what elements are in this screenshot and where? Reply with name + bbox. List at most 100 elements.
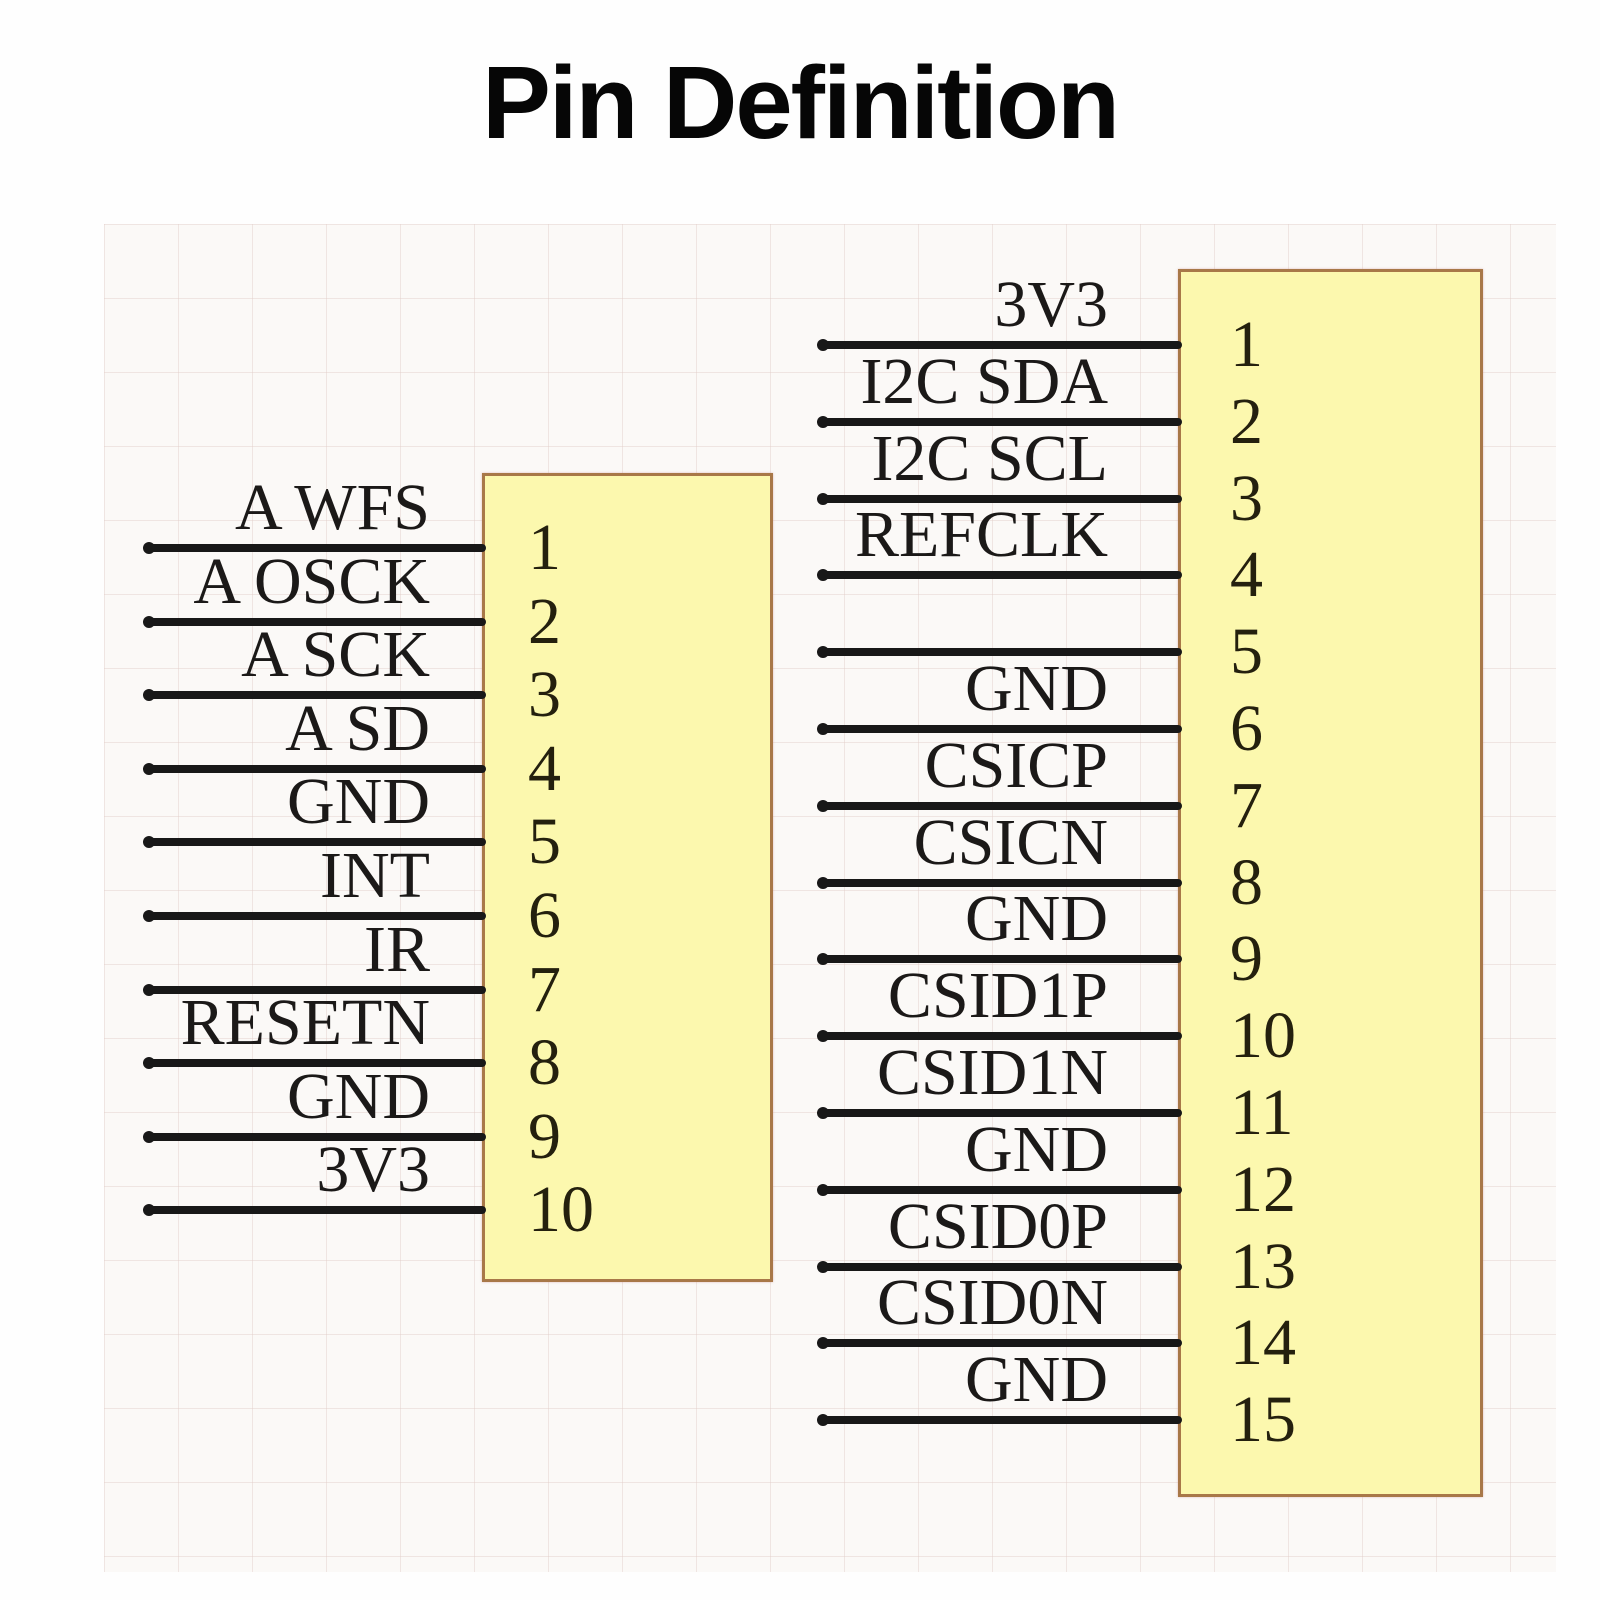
- left-connector-pin-label: INT: [320, 839, 430, 912]
- left-connector-pin-label: RESETN: [180, 986, 430, 1059]
- right-connector-pin-label: CSID0P: [887, 1190, 1108, 1263]
- left-connector-pin-label: IR: [364, 913, 430, 986]
- right-connector-pin-label: CSID1N: [876, 1036, 1108, 1109]
- right-connector-pin-number: 12: [1230, 1153, 1296, 1226]
- right-connector-pin-label: GND: [965, 882, 1108, 955]
- left-connector-pin-label: A OSCK: [193, 545, 430, 618]
- right-connector-pin-line: [817, 877, 1182, 889]
- left-connector-pin-number: 4: [528, 732, 561, 805]
- right-connector-pin-line: [817, 646, 1182, 658]
- pin-endpoint-dot: [817, 1337, 829, 1349]
- pin-endpoint-dot: [143, 836, 155, 848]
- pin-endpoint-dot: [817, 1107, 829, 1119]
- left-connector-body: [482, 473, 773, 1282]
- right-connector-pin-number: 15: [1230, 1383, 1296, 1456]
- pin-endpoint-dot: [817, 877, 829, 889]
- left-connector-pin-label: A SD: [285, 692, 430, 765]
- right-connector-pin-line: [817, 1030, 1182, 1042]
- pin-endpoint-dot: [817, 493, 829, 505]
- pin-endpoint-dot: [143, 616, 155, 628]
- pin-endpoint-dot: [817, 723, 829, 735]
- right-connector-pin-line: [817, 800, 1182, 812]
- left-connector-pin-number: 10: [528, 1173, 594, 1246]
- right-connector-pin-line: [817, 493, 1182, 505]
- right-connector-pin-number: 14: [1230, 1306, 1296, 1379]
- right-connector-pin-label: REFCLK: [854, 498, 1108, 571]
- pin-endpoint-dot: [817, 646, 829, 658]
- right-connector-body: [1178, 269, 1483, 1497]
- pin-endpoint-dot: [817, 1030, 829, 1042]
- pin-endpoint-dot: [817, 1261, 829, 1273]
- right-connector-pin-number: 2: [1230, 385, 1263, 458]
- pin-endpoint-dot: [817, 953, 829, 965]
- right-connector-pin-line: [817, 723, 1182, 735]
- right-connector-pin-line: [817, 569, 1182, 581]
- left-connector-pin-label: A WFS: [234, 471, 430, 544]
- left-connector-pin-line: [143, 1057, 486, 1069]
- right-connector-pin-line: [817, 1414, 1182, 1426]
- left-connector-pin-number: 9: [528, 1100, 561, 1173]
- right-connector-pin-label: 3V3: [994, 268, 1108, 341]
- right-connector-pin-line: [817, 339, 1182, 351]
- left-connector-pin-label: A SCK: [241, 618, 430, 691]
- right-connector-pin-label: CSICP: [924, 729, 1108, 802]
- right-connector-pin-label: I2C SCL: [871, 422, 1108, 495]
- left-connector-pin-line: [143, 984, 486, 996]
- left-connector-pin-line: [143, 836, 486, 848]
- left-connector-pin-line: [143, 689, 486, 701]
- left-connector-pin-label: GND: [287, 1060, 430, 1133]
- right-connector-pin-number: 9: [1230, 922, 1263, 995]
- right-connector-pin-line: [817, 1107, 1182, 1119]
- right-connector-pin-number: 3: [1230, 462, 1263, 535]
- left-connector-pin-number: 2: [528, 585, 561, 658]
- pin-endpoint-dot: [143, 542, 155, 554]
- left-connector-pin-number: 1: [528, 511, 561, 584]
- page-title: Pin Definition: [482, 45, 1120, 160]
- pin-endpoint-dot: [143, 910, 155, 922]
- left-connector-pin-number: 3: [528, 658, 561, 731]
- right-connector-pin-label: CSICN: [913, 806, 1108, 879]
- right-connector-pin-number: 8: [1230, 846, 1263, 919]
- right-connector-pin-label: GND: [965, 1343, 1108, 1416]
- pin-endpoint-dot: [817, 339, 829, 351]
- left-connector-pin-label: GND: [287, 765, 430, 838]
- right-connector-pin-label: GND: [965, 652, 1108, 725]
- pin-endpoint-dot: [817, 1184, 829, 1196]
- right-connector-pin-number: 11: [1230, 1076, 1294, 1149]
- right-connector-pin-number: 7: [1230, 769, 1263, 842]
- right-connector-pin-label: CSID0N: [876, 1266, 1108, 1339]
- right-connector-pin-number: 1: [1230, 308, 1263, 381]
- left-connector-pin-label: 3V3: [316, 1133, 430, 1206]
- right-connector-pin-line: [817, 1337, 1182, 1349]
- right-connector-pin-line: [817, 1184, 1182, 1196]
- pin-endpoint-dot: [143, 689, 155, 701]
- pin-endpoint-dot: [143, 1057, 155, 1069]
- right-connector-pin-line: [817, 953, 1182, 965]
- left-connector-pin-line: [143, 910, 486, 922]
- pin-endpoint-dot: [143, 984, 155, 996]
- right-connector-pin-line: [817, 416, 1182, 428]
- right-connector-pin-label: GND: [965, 1113, 1108, 1186]
- left-connector-pin-line: [143, 763, 486, 775]
- pin-endpoint-dot: [817, 800, 829, 812]
- left-connector-pin-line: [143, 542, 486, 554]
- left-connector-pin-number: 8: [528, 1026, 561, 1099]
- right-connector-pin-line: [817, 1261, 1182, 1273]
- right-connector-pin-number: 13: [1230, 1230, 1296, 1303]
- left-connector-pin-line: [143, 616, 486, 628]
- right-connector-pin-label: I2C SDA: [860, 345, 1108, 418]
- pin-endpoint-dot: [143, 1131, 155, 1143]
- right-connector-pin-number: 6: [1230, 692, 1263, 765]
- pin-endpoint-dot: [143, 763, 155, 775]
- left-connector-pin-line: [143, 1131, 486, 1143]
- left-connector-pin-number: 5: [528, 805, 561, 878]
- pin-endpoint-dot: [817, 1414, 829, 1426]
- right-connector-pin-label: CSID1P: [887, 959, 1108, 1032]
- right-connector-pin-number: 10: [1230, 999, 1296, 1072]
- left-connector-pin-number: 6: [528, 879, 561, 952]
- left-connector-pin-line: [143, 1204, 486, 1216]
- right-connector-pin-number: 5: [1230, 615, 1263, 688]
- right-connector-pin-number: 4: [1230, 538, 1263, 611]
- pin-endpoint-dot: [817, 569, 829, 581]
